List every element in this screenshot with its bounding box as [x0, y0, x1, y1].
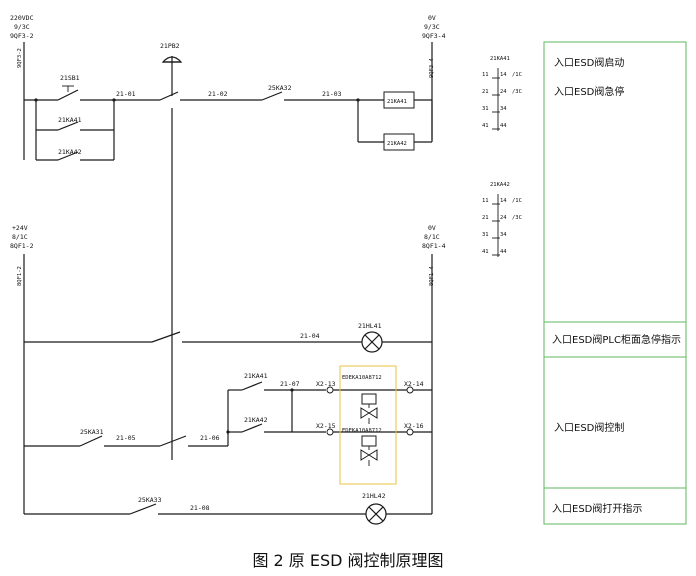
- contact-table-cell: 44: [500, 249, 507, 255]
- panel-estop-label: 入口ESD阀急停: [554, 85, 624, 98]
- supply-220vdc-ref: 9/3C: [14, 23, 30, 31]
- panel-plc-indicator-label: 入口ESD阀PLC柜面急停指示: [552, 333, 681, 346]
- lamp-21hl41-label: 21HL41: [358, 322, 382, 330]
- panel-control-label: 入口ESD阀控制: [554, 421, 624, 434]
- panel-open-indicator-label: 入口ESD阀打开指示: [552, 502, 642, 515]
- contact-21ka41-label: 21KA41: [58, 116, 82, 124]
- contact-table-cell: 44: [500, 123, 507, 129]
- wire-21-02: 21-02: [208, 90, 228, 98]
- contact-table: 21KA42 11 14/1C 21 24/3C 31 34 41 44: [482, 182, 522, 257]
- supply-0v-top-ref: 9/3C: [424, 23, 440, 31]
- contact-table-cell: 11: [482, 198, 489, 204]
- supply-220vdc-breaker: 9QF3-2: [10, 32, 34, 40]
- supply-24v-ref: 8/1C: [12, 233, 28, 241]
- supply-0v-top-breaker: 9QF3-4: [422, 32, 446, 40]
- supply-24v: +24V: [12, 224, 28, 232]
- panel-start-label: 入口ESD阀启动: [554, 56, 624, 69]
- contact-table-cell: 41: [482, 123, 489, 129]
- vertical-label-bot-left: 8QF1-2: [17, 266, 23, 286]
- contact-table-cell: 21: [482, 215, 489, 221]
- lower-control-circuit: [24, 331, 432, 525]
- terminal-x2-14: X2-14: [404, 380, 424, 388]
- contact-table-cell: 14: [500, 198, 507, 204]
- contact-table-cell: /1C: [512, 198, 522, 204]
- wire-21-08: 21-08: [190, 504, 210, 512]
- contact-table-cell: 14: [500, 72, 507, 78]
- contact-table-cell: 24: [500, 89, 507, 95]
- contact-table-title: 21KA42: [490, 182, 510, 188]
- terminal-x2-16: X2-16: [404, 422, 424, 430]
- figure-caption: 图 2 原 ESD 阀控制原理图: [252, 551, 443, 570]
- contact-21ka42-label: 21KA42: [58, 148, 82, 156]
- contact-table-cell: 41: [482, 249, 489, 255]
- contact-table: 21KA41 11 14/1C 21 24/3C 31 34 41 44: [482, 56, 522, 131]
- wire-21-03: 21-03: [322, 90, 342, 98]
- contact-21ka41-lower-label: 21KA41: [244, 372, 268, 380]
- lamp-21hl42-label: 21HL42: [362, 492, 386, 500]
- contact-table-cell: 11: [482, 72, 489, 78]
- pushbutton-21pb2-label: 21PB2: [160, 42, 180, 50]
- wire-21-07: 21-07: [280, 380, 300, 388]
- contact-table-cell: 31: [482, 232, 489, 238]
- contact-21sb1-label: 21SB1: [60, 74, 80, 82]
- wire-21-06: 21-06: [200, 434, 220, 442]
- wire-21-04: 21-04: [300, 332, 320, 340]
- contact-table-cell: /3C: [512, 89, 522, 95]
- contact-25ka31-label: 25KA31: [80, 428, 104, 436]
- coil-21ka42-label: 21KA42: [387, 141, 407, 147]
- contact-table-cell: 24: [500, 215, 507, 221]
- supply-0v-bot-breaker: 8QF1-4: [422, 242, 446, 250]
- terminal-x2-13: X2-13: [316, 380, 336, 388]
- wire-21-01: 21-01: [116, 90, 136, 98]
- contact-25ka33-label: 25KA33: [138, 496, 162, 504]
- contact-21ka42-lower-label: 21KA42: [244, 416, 268, 424]
- valve-2-label: EDEKA10A8712: [342, 428, 382, 434]
- terminal-x2-15: X2-15: [316, 422, 336, 430]
- coil-21ka41-label: 21KA41: [387, 99, 407, 105]
- upper-control-circuit: [24, 56, 433, 460]
- supply-0v-bot: 0V: [428, 224, 436, 232]
- description-panel: 入口ESD阀启动 入口ESD阀急停 入口ESD阀PLC柜面急停指示 入口ESD阀…: [543, 41, 687, 525]
- contact-25ka32-label: 25KA32: [268, 84, 292, 92]
- contact-table-cell: 21: [482, 89, 489, 95]
- contact-tables: 21KA41 11 14/1C 21 24/3C 31 34 41 44 21KA42 11 14/1…: [482, 56, 522, 257]
- supply-220vdc: 220VDC: [10, 14, 34, 22]
- contact-table-cell: 31: [482, 106, 489, 112]
- wire-21-05: 21-05: [116, 434, 136, 442]
- supply-0v-top: 0V: [428, 14, 436, 22]
- valve-1-label: EDEKA10A8712: [342, 375, 382, 381]
- contact-table-cell: 34: [500, 106, 507, 112]
- contact-table-cell: /1C: [512, 72, 522, 78]
- supply-24v-breaker: 8QF1-2: [10, 242, 34, 250]
- supply-labels: 220VDC 9/3C 9QF3-2 0V 9/3C 9QF3-4 +24V 8…: [10, 14, 446, 286]
- contact-table-cell: /3C: [512, 215, 522, 221]
- supply-0v-bot-ref: 8/1C: [424, 233, 440, 241]
- contact-table-title: 21KA41: [490, 56, 510, 62]
- vertical-label-top-left: 9QF3-2: [17, 48, 23, 68]
- contact-table-cell: 34: [500, 232, 507, 238]
